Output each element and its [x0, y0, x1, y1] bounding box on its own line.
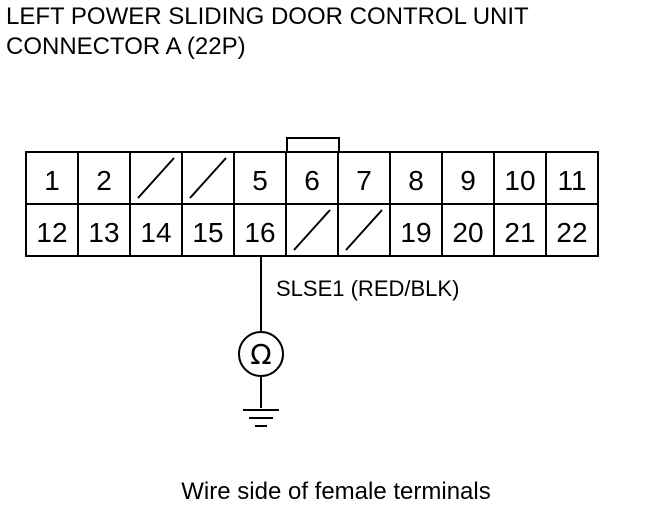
- terminal-number-8: 8: [408, 165, 424, 196]
- terminal-number-22: 22: [556, 217, 587, 248]
- ohm-symbol: Ω: [250, 338, 271, 371]
- caption: Wire side of female terminals: [181, 478, 491, 505]
- empty-terminal-slash: [137, 157, 175, 199]
- terminal-number-7: 7: [356, 165, 372, 196]
- empty-terminal-slash: [293, 209, 331, 251]
- terminal-number-16: 16: [244, 217, 275, 248]
- title-line-2: CONNECTOR A (22P): [6, 33, 246, 60]
- title-line-1: LEFT POWER SLIDING DOOR CONTROL UNIT: [6, 3, 529, 30]
- terminal-number-14: 14: [140, 217, 171, 248]
- terminal-number-9: 9: [460, 165, 476, 196]
- terminal-number-2: 2: [96, 165, 112, 196]
- terminal-number-15: 15: [192, 217, 223, 248]
- terminal-number-10: 10: [504, 165, 535, 196]
- terminal-number-1: 1: [44, 165, 60, 196]
- terminal-number-20: 20: [452, 217, 483, 248]
- cell-dividers: [77, 152, 547, 256]
- terminal-number-19: 19: [400, 217, 431, 248]
- connector-lock-tab: [286, 137, 340, 153]
- terminal-number-13: 13: [88, 217, 119, 248]
- terminal-number-6: 6: [304, 165, 320, 196]
- terminal-number-11: 11: [557, 165, 586, 196]
- empty-cell-slashes: [137, 157, 383, 251]
- terminal-number-21: 21: [504, 217, 535, 248]
- empty-terminal-slash: [345, 209, 383, 251]
- empty-terminal-slash: [189, 157, 227, 199]
- ground-icon: [243, 409, 279, 427]
- terminal-number-5: 5: [252, 165, 268, 196]
- wire-label: SLSE1 (RED/BLK): [276, 276, 460, 301]
- terminal-number-12: 12: [36, 217, 67, 248]
